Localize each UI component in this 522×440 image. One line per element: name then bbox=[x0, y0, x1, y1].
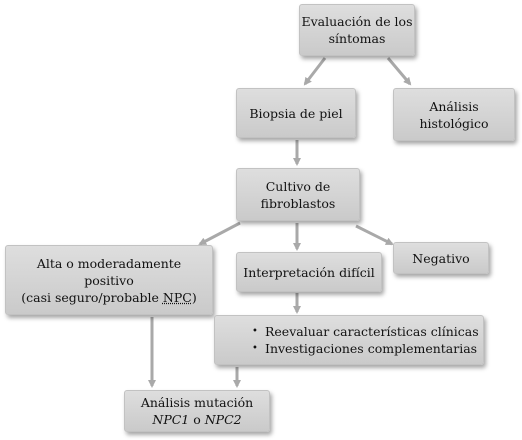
node-difficult-interpretation: Interpretación difícil bbox=[236, 252, 382, 292]
npc-abbreviation: NPC bbox=[162, 289, 192, 305]
arrow-evaluation-to-biopsy bbox=[303, 57, 327, 86]
node-positive-line3: (casi seguro/probable NPC) bbox=[21, 289, 196, 306]
node-positive-line1: Alta o moderadamente bbox=[36, 255, 182, 271]
node-fibroblast-culture: Cultivo de fibroblastos bbox=[236, 168, 360, 221]
node-skin-biopsy: Biopsia de piel bbox=[236, 88, 356, 138]
node-symptom-evaluation-line1: Evaluación de los bbox=[301, 14, 413, 29]
node-positive-line2: positivo bbox=[84, 272, 134, 288]
node-fibroblast-culture-line2: fibroblastos bbox=[260, 195, 336, 211]
node-mutation-line2: NPC1 o NPC2 bbox=[152, 411, 241, 428]
node-negative-label: Negativo bbox=[412, 250, 470, 266]
node-histological-analysis-line1: Análisis bbox=[429, 98, 479, 114]
bullet-icon: • bbox=[252, 343, 258, 354]
node-symptom-evaluation-line2: síntomas bbox=[328, 31, 386, 46]
bullet-item-complementary: • Investigaciones complementarias bbox=[245, 340, 477, 357]
node-difficult-interpretation-label: Interpretación difícil bbox=[243, 264, 375, 280]
gene-connector: o bbox=[189, 412, 205, 427]
node-positive-result: Alta o moderadamente positivo (casi segu… bbox=[5, 245, 213, 315]
bullet-item-label: Investigaciones complementarias bbox=[265, 341, 478, 356]
node-fibroblast-culture-line1: Cultivo de bbox=[265, 178, 331, 194]
bullet-icon: • bbox=[252, 326, 258, 337]
arrow-culture-to-negative bbox=[355, 224, 394, 246]
node-negative-result: Negativo bbox=[393, 242, 489, 274]
node-reevaluate: • Reevaluar características clínicas • I… bbox=[214, 315, 484, 365]
bullet-item-reevaluate-clinical: • Reevaluar características clínicas bbox=[245, 323, 479, 340]
node-mutation-line1: Análisis mutación bbox=[140, 395, 254, 410]
bullet-item-label: Reevaluar características clínicas bbox=[265, 324, 479, 339]
node-mutation-analysis: Análisis mutación NPC1 o NPC2 bbox=[124, 390, 270, 432]
node-histological-analysis: Análisis histológico bbox=[393, 88, 515, 141]
gene-npc2: NPC2 bbox=[204, 412, 242, 427]
gene-npc1: NPC1 bbox=[152, 412, 190, 427]
arrow-evaluation-to-histology bbox=[386, 57, 412, 86]
arrow-culture-to-positive bbox=[198, 221, 241, 246]
node-skin-biopsy-label: Biopsia de piel bbox=[249, 105, 343, 121]
node-positive-line3-pre: (casi seguro/probable bbox=[21, 289, 163, 305]
node-symptom-evaluation: Evaluación de los síntomas bbox=[299, 4, 415, 56]
node-positive-line3-post: ) bbox=[191, 289, 197, 305]
node-histological-analysis-line2: histológico bbox=[419, 115, 489, 131]
